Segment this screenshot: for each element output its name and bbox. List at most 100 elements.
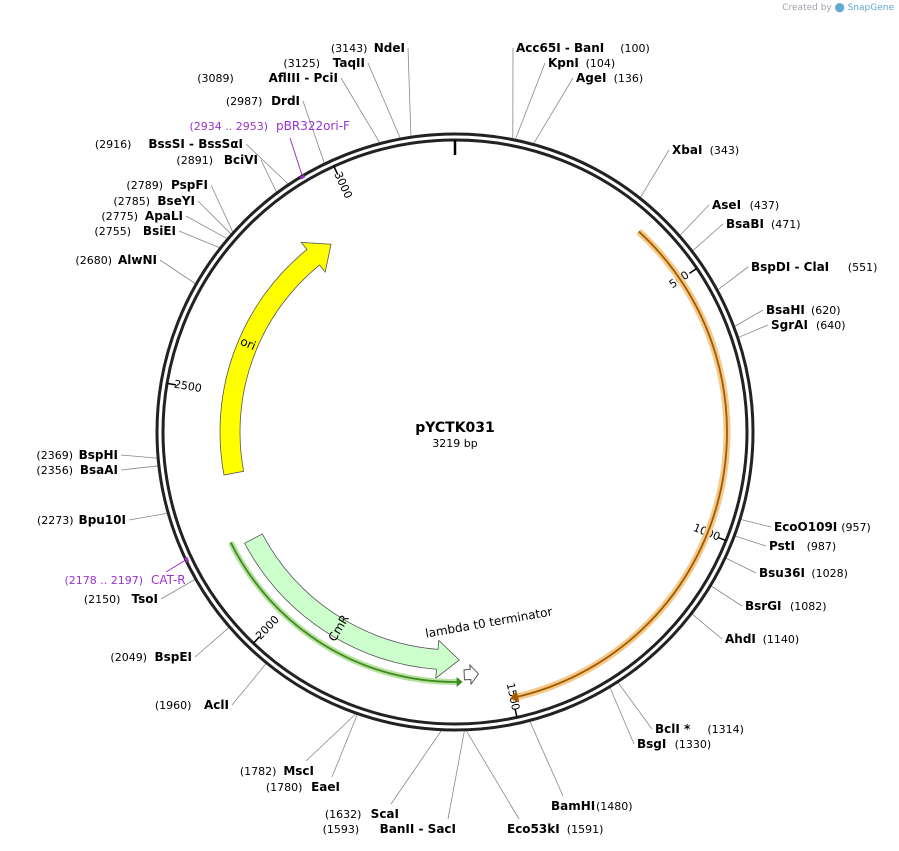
restriction-site[interactable]: EcoO109I(957)	[774, 520, 871, 534]
restriction-site[interactable]: BssSI - BssSαI (2916)	[95, 137, 243, 151]
enzyme-name: AgeI	[576, 71, 606, 85]
feature-arc-orange-core	[512, 230, 728, 699]
restriction-site[interactable]: EaeI(1780)	[266, 780, 340, 794]
restriction-site[interactable]: BsgI(1330)	[637, 737, 711, 751]
site-leader-line	[737, 324, 769, 339]
enzyme-name: KpnI	[548, 56, 579, 70]
enzyme-name: BanII - SacI	[380, 822, 456, 836]
restriction-site[interactable]: ApaLI(2775)	[101, 209, 183, 223]
restriction-site[interactable]: TsoI(2150)	[84, 592, 158, 606]
site-position: (343)	[710, 144, 740, 157]
bp-tick	[166, 382, 177, 386]
restriction-site[interactable]: BclI *(1314)	[655, 722, 744, 736]
restriction-site[interactable]: Bpu10I (2273)	[37, 513, 126, 527]
site-position: (104)	[586, 57, 616, 70]
restriction-site[interactable]: AclI(1960)	[155, 698, 229, 712]
site-position: (1082)	[790, 600, 827, 613]
site-position: (1480)	[596, 800, 633, 813]
feature-terminator	[463, 663, 480, 686]
enzyme-name: BssSI - BssSαI	[148, 137, 243, 151]
feature-arc-orange-head	[510, 690, 520, 703]
site-leader-line	[532, 77, 574, 145]
restriction-site[interactable]: BsaAI(2356)	[36, 463, 118, 477]
enzyme-label: - ClaI	[790, 260, 829, 274]
restriction-site[interactable]: BamHI(1480)	[551, 799, 633, 813]
enzyme-label: ApaLI	[145, 209, 183, 223]
site-leader-line	[185, 215, 229, 240]
restriction-site[interactable]: BsrGI(1082)	[745, 599, 827, 613]
restriction-site[interactable]: AflIII - PciI(3089)	[197, 71, 338, 85]
restriction-site[interactable]: DrdI(2987)	[226, 94, 300, 108]
enzyme-name: NdeI	[374, 41, 405, 55]
restriction-site[interactable]: NdeI(3143)	[331, 41, 405, 55]
site-position: (2916)	[95, 138, 132, 151]
restriction-site[interactable]: AlwNI(2680)	[75, 253, 157, 267]
restriction-site[interactable]: BsaHI(620)	[766, 303, 841, 317]
restriction-site[interactable]: BseYI(2785)	[113, 194, 195, 208]
site-leader-line	[231, 662, 267, 706]
primer[interactable]: (2934 .. 2953)pBR322ori-F	[189, 119, 350, 133]
backbone-outer-circle	[155, 132, 755, 732]
enzyme-name: PstI	[769, 539, 795, 553]
restriction-site[interactable]: Acc65I - BanI(100)	[516, 41, 650, 55]
enzyme-name: ApaLI	[145, 209, 183, 223]
restriction-site[interactable]: PspFI(2789)	[126, 178, 208, 192]
primer[interactable]: (2178 .. 2197)CAT-R	[64, 573, 185, 587]
restriction-site[interactable]: BanII - SacI(1593)	[323, 822, 456, 836]
enzyme-label: BseYI	[157, 194, 195, 208]
bp-tick-label: 2000	[253, 613, 282, 642]
restriction-site[interactable]: KpnI (104)	[548, 56, 615, 70]
enzyme-label: AgeI	[576, 71, 606, 85]
site-leader-line	[447, 729, 465, 820]
enzyme-label: Bpu10I	[79, 513, 126, 527]
enzyme-name: AhdI	[725, 632, 756, 646]
enzyme-name: BsaAI	[80, 463, 118, 477]
restriction-site[interactable]: TaqII(3125)	[283, 56, 365, 70]
restriction-site[interactable]: XbaI(343)	[672, 143, 739, 157]
restriction-site[interactable]: Bsu36I(1028)	[759, 566, 848, 580]
site-position: (100)	[620, 42, 650, 55]
enzyme-name: Eco53kI	[507, 822, 560, 836]
site-position: (2369)	[36, 449, 73, 462]
restriction-site[interactable]: BsiEI(2755)	[94, 224, 176, 238]
restriction-site[interactable]: SgrAI(640)	[771, 318, 846, 332]
enzyme-label: AseI	[712, 198, 741, 212]
site-position: (3089)	[197, 72, 234, 85]
restriction-site[interactable]: BspDI - ClaI(551)	[751, 260, 877, 274]
enzyme-name: BseYI	[157, 194, 195, 208]
site-leader-line	[716, 266, 749, 291]
restriction-site[interactable]: Eco53kI (1591)	[507, 822, 603, 836]
primer-leader-line	[289, 137, 304, 178]
restriction-site[interactable]: MscI(1782)	[240, 764, 314, 778]
restriction-site[interactable]: AhdI(1140)	[725, 632, 799, 646]
site-leader-line	[178, 230, 221, 249]
feature-cat-line	[229, 541, 460, 683]
site-position: (3125)	[283, 57, 320, 70]
restriction-site[interactable]: BciVI(2891)	[176, 153, 258, 167]
enzyme-label: EcoO109I	[774, 520, 837, 534]
restriction-site[interactable]: BsaBI(471)	[726, 217, 801, 231]
credit-brand: SnapGene	[847, 3, 894, 13]
enzyme-label: TsoI	[132, 592, 158, 606]
enzyme-label: AhdI	[725, 632, 756, 646]
site-position: (640)	[816, 319, 846, 332]
site-leader-line	[160, 578, 196, 600]
enzyme-label: ScaI	[371, 807, 399, 821]
restriction-site[interactable]: BspEI(2049)	[110, 650, 192, 664]
enzyme-name: BsgI	[637, 737, 666, 751]
site-leader-line	[390, 729, 443, 805]
site-position: (1591)	[567, 823, 604, 836]
enzyme-name: BamHI	[551, 799, 595, 813]
restriction-site[interactable]: BspHI(2369)	[36, 448, 118, 462]
site-leader-line	[465, 729, 520, 820]
restriction-site[interactable]: ScaI(1632)	[325, 807, 399, 821]
enzyme-name: Bsu36I	[759, 566, 805, 580]
site-leader-line	[734, 535, 767, 547]
enzyme-label: BamHI	[551, 799, 595, 813]
restriction-site[interactable]: PstI(987)	[769, 539, 836, 553]
restriction-site[interactable]: AgeI(136)	[576, 71, 643, 85]
site-leader-line	[739, 518, 772, 528]
site-position: (2273)	[37, 514, 74, 527]
enzyme-label: BsaHI	[766, 303, 805, 317]
restriction-site[interactable]: AseI(437)	[712, 198, 779, 212]
